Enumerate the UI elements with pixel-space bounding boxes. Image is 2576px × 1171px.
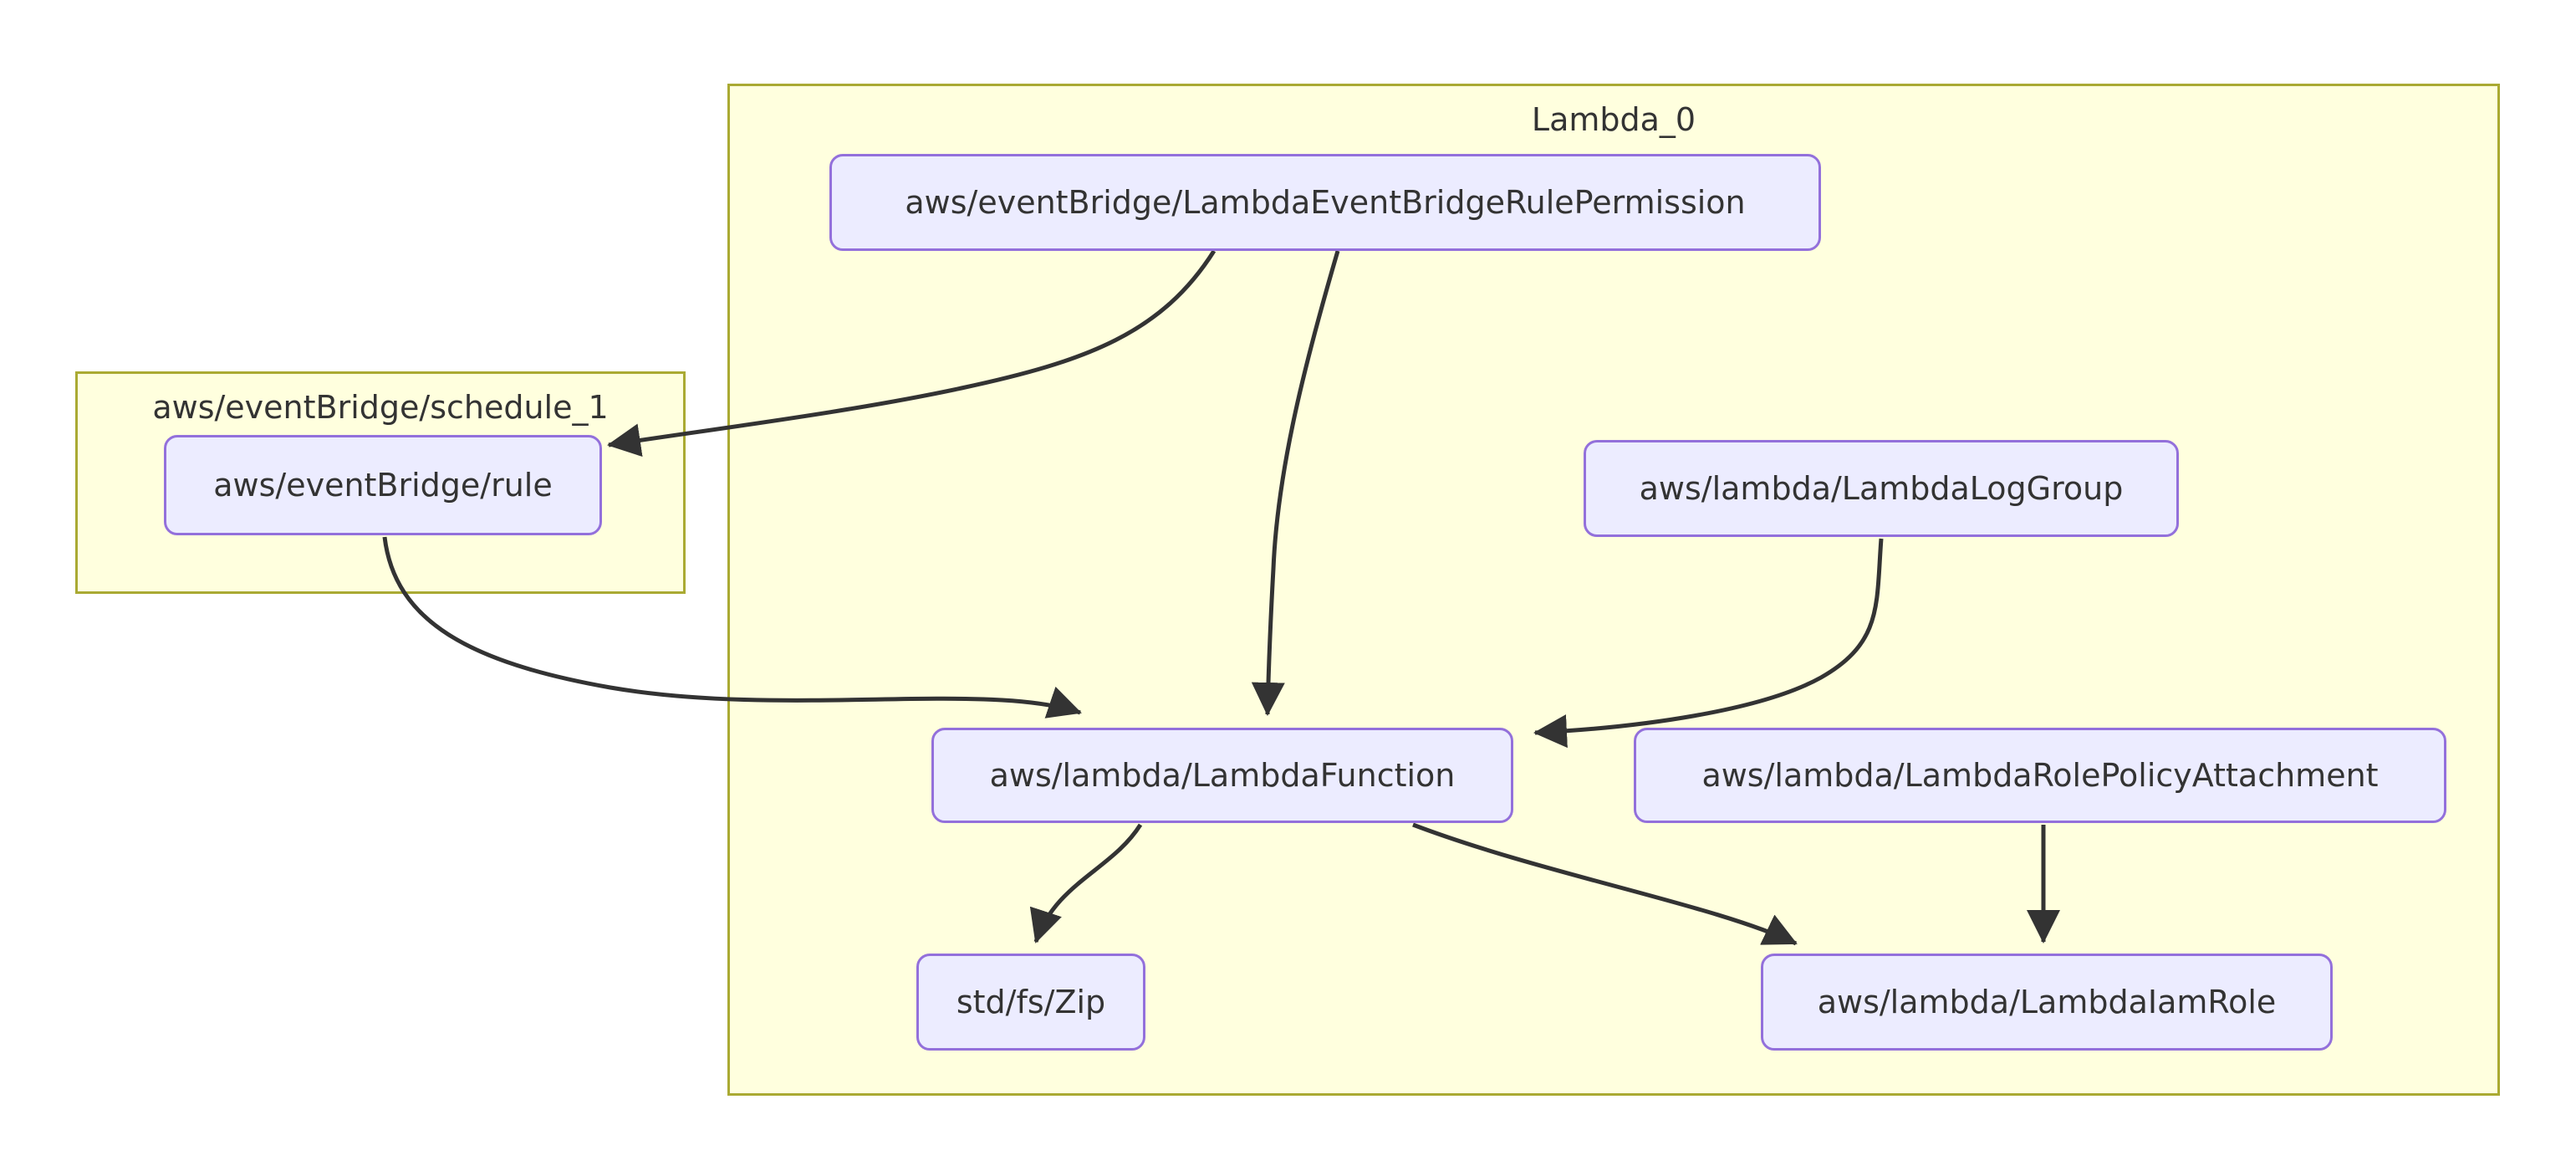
node-lambda-log-group: aws/lambda/LambdaLogGroup [1584, 440, 2179, 537]
node-label: aws/lambda/LambdaLogGroup [1639, 470, 2124, 507]
node-lambda-role-policy-attachment: aws/lambda/LambdaRolePolicyAttachment [1634, 728, 2446, 823]
node-std-fs-zip: std/fs/Zip [916, 954, 1145, 1051]
edge-permission-to-rule [607, 249, 1217, 458]
edge-function-to-zip [1029, 823, 1143, 943]
edge-permission-to-function [1251, 250, 1340, 716]
node-label: aws/eventBridge/rule [213, 467, 553, 504]
node-label: aws/lambda/LambdaRolePolicyAttachment [1701, 757, 2379, 794]
node-label: std/fs/Zip [956, 984, 1106, 1020]
node-label: aws/eventBridge/LambdaEventBridgeRulePer… [905, 184, 1746, 221]
node-label: aws/lambda/LambdaIamRole [1817, 984, 2277, 1020]
node-eventbridge-rule: aws/eventBridge/rule [164, 435, 602, 535]
node-label: aws/lambda/LambdaFunction [989, 757, 1456, 794]
node-lambda-eventbridge-rule-permission: aws/eventBridge/LambdaEventBridgeRulePer… [829, 154, 1821, 251]
cluster-lambda-0-label: Lambda_0 [1531, 101, 1696, 138]
edge-rule-to-function [382, 536, 1082, 718]
cluster-schedule-1-label: aws/eventBridge/schedule_1 [152, 389, 609, 426]
edge-function-to-iamrole [1412, 822, 1798, 946]
node-lambda-function: aws/lambda/LambdaFunction [931, 728, 1513, 823]
node-lambda-iam-role: aws/lambda/LambdaIamRole [1761, 954, 2333, 1051]
edge-loggroup-to-function [1533, 538, 1884, 749]
cluster-lambda-0: Lambda_0 [727, 84, 2500, 1096]
